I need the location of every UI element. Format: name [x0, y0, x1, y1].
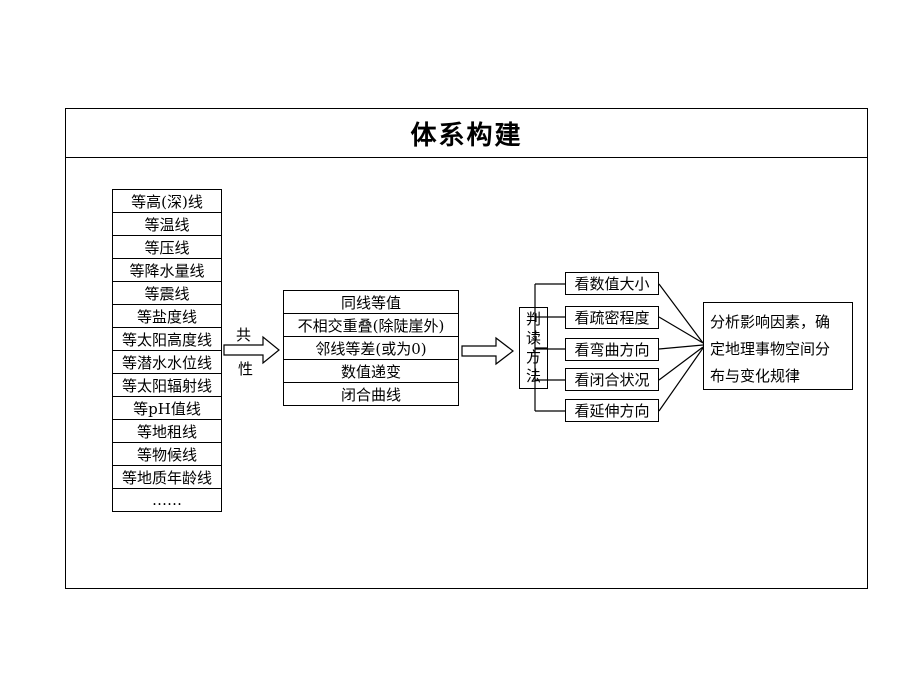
isoline-type-item: 等地租线	[112, 419, 222, 443]
method-box-3: 看弯曲方向	[565, 338, 659, 361]
method-box-4: 看闭合状况	[565, 368, 659, 391]
isoline-type-item: 等降水量线	[112, 258, 222, 282]
diagram-title: 体系构建	[66, 109, 867, 158]
method-bracket	[534, 283, 565, 412]
property-item: 同线等值	[283, 290, 459, 314]
method-box-2: 看疏密程度	[565, 306, 659, 329]
isoline-type-item: 等太阳高度线	[112, 327, 222, 351]
conclusion-line-3: 布与变化规律	[710, 367, 801, 385]
conclusion-line-2: 定地理事物空间分	[710, 340, 831, 358]
isoline-type-item: 等地质年龄线	[112, 465, 222, 489]
diagram-frame: 体系构建	[65, 108, 868, 589]
method-label: 看闭合状况	[574, 371, 650, 389]
hollow-arrow-1	[223, 335, 280, 365]
isoline-type-item: 等pH值线	[112, 396, 222, 420]
isoline-type-item: 等温线	[112, 212, 222, 236]
property-item: 数值递变	[283, 359, 459, 383]
property-item: 邻线等差(或为0)	[283, 336, 459, 360]
method-to-conclusion-lines	[658, 283, 704, 412]
method-label: 看数值大小	[574, 275, 650, 293]
hollow-arrow-2	[461, 336, 514, 366]
common-label-top: 共	[236, 326, 252, 344]
isoline-type-item: 等盐度线	[112, 304, 222, 328]
property-item: 不相交重叠(除陡崖外)	[283, 313, 459, 337]
isoline-type-item: 等太阳辐射线	[112, 373, 222, 397]
conclusion-box: 分析影响因素，确 定地理事物空间分 布与变化规律	[703, 302, 853, 390]
method-label: 看延伸方向	[574, 402, 650, 420]
property-item: 闭合曲线	[283, 382, 459, 406]
reading-method-label-box: 判 读 方 法	[519, 307, 548, 389]
method-char-2: 读	[525, 329, 541, 347]
conclusion-line-1: 分析影响因素，确	[710, 313, 831, 331]
method-box-1: 看数值大小	[565, 272, 659, 295]
common-label-bottom: 性	[238, 360, 254, 378]
method-label: 看疏密程度	[574, 309, 650, 327]
method-char-1: 判	[525, 310, 541, 328]
property-list: 同线等值不相交重叠(除陡崖外)邻线等差(或为0)数值递变闭合曲线	[283, 290, 459, 406]
method-box-5: 看延伸方向	[565, 399, 659, 422]
isoline-type-item: 等压线	[112, 235, 222, 259]
method-char-3: 方	[525, 348, 541, 366]
method-label: 看弯曲方向	[574, 341, 650, 359]
isoline-type-list: 等高(深)线等温线等压线等降水量线等震线等盐度线等太阳高度线等潜水水位线等太阳辐…	[112, 189, 222, 512]
isoline-type-item: ……	[112, 488, 222, 512]
